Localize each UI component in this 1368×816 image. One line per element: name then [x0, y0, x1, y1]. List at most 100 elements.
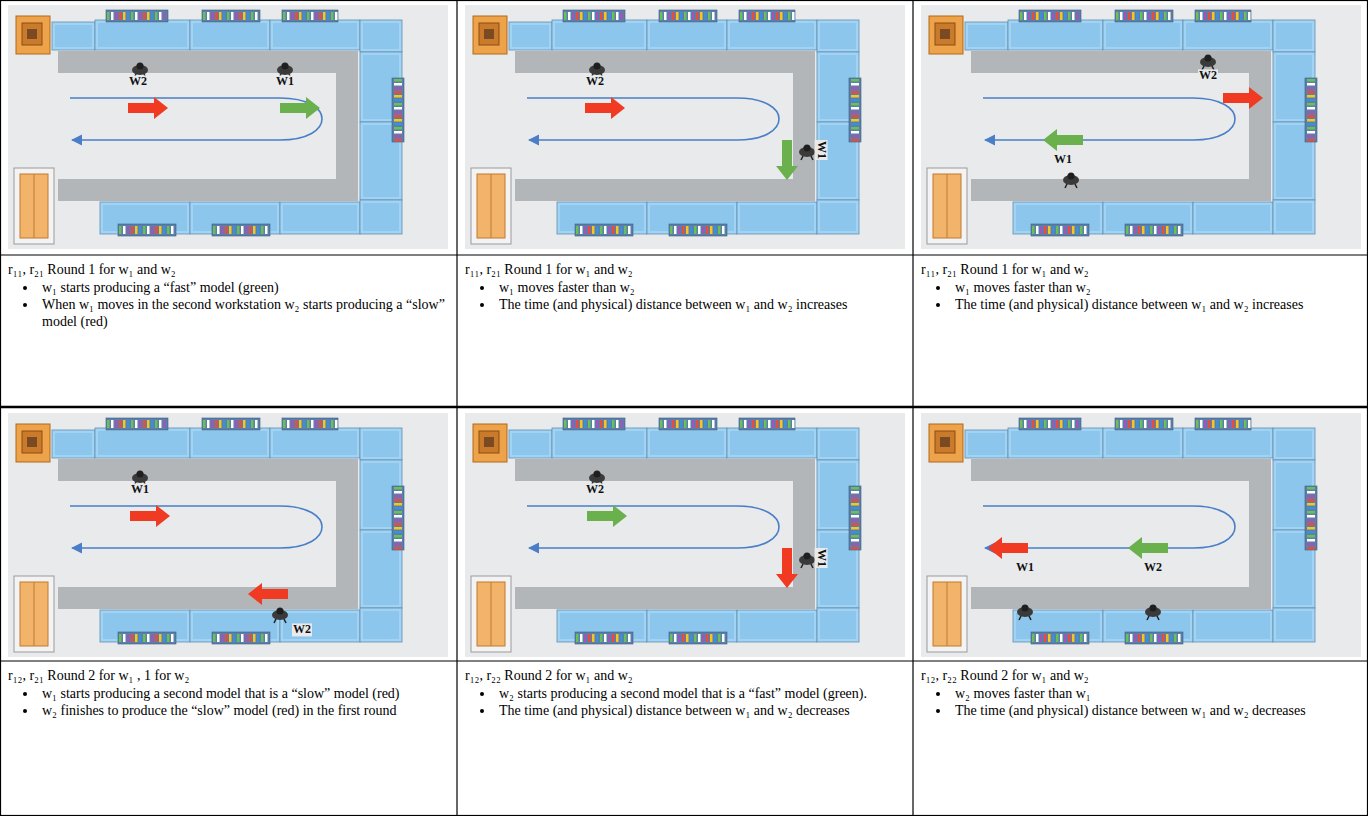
- worker-label: W2: [1143, 561, 1163, 574]
- direction-arrow: [248, 583, 288, 605]
- caption-cell: r₁₁, r₂₁ Round 1 for w₁ and w₂w₁ moves f…: [913, 256, 1368, 406]
- layout-panel: [465, 413, 905, 657]
- bullet-item: When w₁ moves in the second workstation …: [38, 296, 449, 330]
- worker-figure: [799, 553, 815, 569]
- bullet-list: w₁ moves faster than w₂The time (and phy…: [921, 279, 1360, 313]
- layout-panel: [8, 413, 448, 657]
- bullet-item: w₁ starts producing a second model that …: [38, 685, 449, 702]
- bullet-item: w₁ moves faster than w₂: [495, 279, 905, 296]
- cabinet: [927, 168, 967, 244]
- flow-line: [527, 98, 779, 140]
- round-heading: r₁₁, r₂₁ Round 1 for w₁ and w₂: [465, 261, 905, 278]
- direction-arrow: [1128, 537, 1168, 559]
- machine: [473, 424, 507, 462]
- floor: [465, 5, 905, 249]
- cabinet: [471, 168, 511, 244]
- caption-cell: r₁₁, r₂₁ Round 1 for w₁ and w₂w₁ moves f…: [457, 256, 913, 406]
- direction-arrow: [988, 537, 1028, 559]
- round-heading: r₁₁, r₂₁ Round 1 for w₁ and w₂: [921, 261, 1360, 278]
- worker-figure: [1063, 173, 1079, 189]
- caption-cell: r₁₁, r₂₁ Round 1 for w₁ and w₂w₁ starts …: [0, 256, 457, 406]
- direction-arrow: [776, 548, 798, 588]
- flow-line: [70, 98, 322, 140]
- workstations: [509, 10, 861, 236]
- bullet-list: w₁ starts producing a second model that …: [8, 685, 449, 719]
- walkway: [58, 62, 347, 190]
- machine: [929, 424, 963, 462]
- direction-arrow: [1043, 129, 1083, 151]
- bullet-item: The time (and physical) distance between…: [495, 702, 905, 719]
- floor: [465, 413, 905, 657]
- cabinet: [471, 576, 511, 652]
- round-heading: r₁₂, r₂₂ Round 2 for w₁ and w₂: [921, 667, 1360, 684]
- machine: [16, 424, 50, 462]
- worker-figure: [799, 145, 815, 161]
- worker-figure: [1145, 605, 1161, 621]
- direction-arrow: [280, 97, 320, 119]
- worker-label: W2: [1198, 69, 1218, 82]
- bullet-list: w₂ moves faster than w₁The time (and phy…: [921, 685, 1360, 719]
- caption-cell: r₁₂, r₂₁ Round 2 for w₁ , 1 for w₂w₁ sta…: [0, 662, 457, 815]
- worker-label: W2: [585, 75, 605, 88]
- workstations: [509, 418, 861, 644]
- machine: [929, 16, 963, 54]
- worker-label: W2: [128, 75, 148, 88]
- flow-line: [983, 98, 1235, 140]
- direction-arrow: [776, 140, 798, 180]
- walkway: [515, 470, 804, 598]
- worker-figure: [1017, 605, 1033, 621]
- bullet-item: w₂ starts producing a second model that …: [495, 685, 905, 702]
- direction-arrow: [128, 97, 168, 119]
- layout-panel: [465, 5, 905, 249]
- worker-label: W1: [1015, 561, 1035, 574]
- worker-figure: [272, 608, 288, 624]
- floor: [8, 413, 448, 657]
- worker-label: W1: [130, 483, 150, 496]
- flow-line: [70, 506, 322, 548]
- workstations: [965, 10, 1317, 236]
- floor: [921, 5, 1361, 249]
- round-heading: r₁₂, r₂₂ Round 2 for w₁ and w₂: [465, 667, 905, 684]
- floor: [8, 5, 448, 249]
- round-heading: r₁₁, r₂₁ Round 1 for w₁ and w₂: [8, 261, 449, 278]
- worker-label: W1: [275, 75, 295, 88]
- bullet-item: The time (and physical) distance between…: [495, 296, 905, 313]
- direction-arrow: [1223, 87, 1263, 109]
- walkway: [58, 470, 347, 598]
- bullet-item: w₂ moves faster than w₁: [951, 685, 1360, 702]
- flow-line: [983, 506, 1235, 548]
- caption-cell: r₁₂, r₂₂ Round 2 for w₁ and w₂w₂ moves f…: [913, 662, 1368, 815]
- workstations: [52, 418, 404, 644]
- flow-line: [527, 506, 779, 548]
- round-heading: r₁₂, r₂₁ Round 2 for w₁ , 1 for w₂: [8, 667, 449, 684]
- worker-label: W2: [585, 483, 605, 496]
- layout-panel: [8, 5, 448, 249]
- workstations: [52, 10, 404, 236]
- bullet-item: The time (and physical) distance between…: [951, 702, 1360, 719]
- bullet-item: w₁ moves faster than w₂: [951, 279, 1360, 296]
- direction-arrow: [585, 97, 625, 119]
- machine: [16, 16, 50, 54]
- workstations: [965, 418, 1317, 644]
- worker-figure: [1200, 55, 1216, 71]
- bullet-item: w₁ starts producing a “fast” model (gree…: [38, 279, 449, 296]
- walkway: [515, 62, 804, 190]
- bullet-list: w₂ starts producing a second model that …: [465, 685, 905, 719]
- layout-panel: [921, 413, 1361, 657]
- bullet-list: w₁ moves faster than w₂The time (and phy…: [465, 279, 905, 313]
- worker-label: W1: [1053, 153, 1073, 166]
- layout-panel: [921, 5, 1361, 249]
- bullet-list: w₁ starts producing a “fast” model (gree…: [8, 279, 449, 330]
- cabinet: [14, 576, 54, 652]
- caption-cell: r₁₂, r₂₂ Round 2 for w₁ and w₂w₂ starts …: [457, 662, 913, 815]
- worker-label: W1: [814, 548, 827, 568]
- direction-arrow: [130, 505, 170, 527]
- walkway: [971, 470, 1260, 598]
- worker-label: W2: [292, 623, 312, 636]
- direction-arrow: [587, 505, 627, 527]
- worker-label: W1: [814, 140, 827, 160]
- cabinet: [14, 168, 54, 244]
- floor: [921, 413, 1361, 657]
- cabinet: [927, 576, 967, 652]
